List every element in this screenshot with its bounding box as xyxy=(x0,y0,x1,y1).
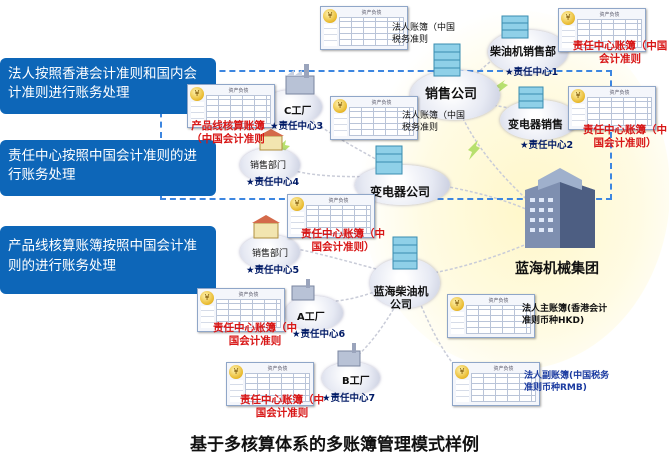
ledger-card: ¥资产负债 xyxy=(330,96,418,140)
lanhai-diesel-building-icon xyxy=(392,236,418,270)
sales-dept-1-node xyxy=(240,148,300,182)
responsibility-center-2: ★责任中心2 xyxy=(520,140,574,151)
sales-dept-1-label: 销售部门 xyxy=(250,161,287,171)
responsibility-center-1: ★责任中心1 xyxy=(505,67,559,78)
responsibility-center-4: ★责任中心4 xyxy=(246,177,300,188)
sales-dept-2-label: 销售部门 xyxy=(252,249,289,259)
ledger-card: ¥资产负债 xyxy=(287,194,375,238)
b-factory-label: B工厂 xyxy=(342,376,370,387)
sales-dept-2-icon xyxy=(252,215,280,239)
c-factory-icon xyxy=(285,64,315,95)
ledger-card: ¥资产负债 xyxy=(187,84,275,128)
lanhai-diesel-label: 蓝海柴油机公司 xyxy=(373,285,429,311)
rc-ledger-label-top: 责任中心账簿（中国会计准则 xyxy=(572,40,668,65)
transformer-company-building-icon xyxy=(375,145,403,175)
diesel-sales-building-icon xyxy=(501,15,529,39)
rc-ledger-label-right: 责任中心账簿（中国会计准则） xyxy=(583,124,667,149)
legal-ledger-note-mid: 法人账簿（中国税务准则 xyxy=(402,111,466,133)
responsibility-center-6: ★责任中心6 xyxy=(292,329,346,340)
diesel-sales-label: 柴油机销售部 xyxy=(490,45,556,58)
ledger-card: ¥资产负债 xyxy=(558,8,646,52)
headquarters-building-icon xyxy=(525,168,595,248)
caption-product-line: 产品线核算账簿按照中国会计准则的进行账务处理 xyxy=(0,226,216,294)
responsibility-center-7: ★责任中心7 xyxy=(322,393,376,404)
sales-company-label: 销售公司 xyxy=(425,87,478,102)
sales-dept-1-icon xyxy=(258,129,284,151)
c-factory-label: C工厂 xyxy=(284,106,312,117)
ledger-card: ¥资产负债 xyxy=(226,362,314,406)
diagram-title: 基于多核算体系的多账簿管理模式样例 xyxy=(190,435,479,454)
transformer-sales-building-icon xyxy=(518,86,544,109)
legal-ledger-note-top: 法人账簿（中国税务准则 xyxy=(392,23,456,45)
sales-dept-2-node xyxy=(240,235,300,269)
responsibility-center-5: ★责任中心5 xyxy=(246,265,300,276)
a-factory-icon xyxy=(291,279,315,301)
rc-ledger-label-mid: 责任中心账簿（中国会计准则） xyxy=(301,228,385,253)
ledger-card: ¥资产负债 xyxy=(447,294,535,338)
caption-legal-entity: 法人按照香港会计准则和国内会计准则进行账务处理 xyxy=(0,58,216,114)
product-line-ledger-label: 产品线核算账簿（中国会计准则 xyxy=(191,120,265,145)
sales-company-building-icon xyxy=(433,43,461,77)
a-factory-node xyxy=(285,296,343,330)
sub-ledger-note: 法人副账簿(中国税务准则币种RMB) xyxy=(524,371,610,393)
group-label: 蓝海机械集团 xyxy=(515,261,599,277)
ledger-card: ¥资产负债 xyxy=(452,362,540,406)
b-factory-icon xyxy=(337,343,361,367)
b-factory-node xyxy=(322,362,380,394)
ledger-card: ¥资产负债 xyxy=(568,86,656,130)
ledger-card: ¥资产负债 xyxy=(197,288,285,332)
rc-ledger-label-lower: 责任中心账簿（中国会计准则 xyxy=(213,322,297,347)
main-ledger-note: 法人主账簿(香港会计准则币种HKD) xyxy=(522,304,608,326)
transformer-sales-label: 变电器销售 xyxy=(508,118,563,131)
transformer-company-label: 变电器公司 xyxy=(370,185,431,199)
a-factory-label: A工厂 xyxy=(297,312,325,323)
ledger-card: ¥资产负债 xyxy=(320,6,408,50)
caption-responsibility-center: 责任中心按照中国会计准则的进行账务处理 xyxy=(0,140,216,196)
sales-company-node xyxy=(410,70,500,120)
responsibility-center-3: ★责任中心3 xyxy=(270,121,324,132)
rc-ledger-label-bottom: 责任中心账簿（中国会计准则 xyxy=(240,394,324,419)
